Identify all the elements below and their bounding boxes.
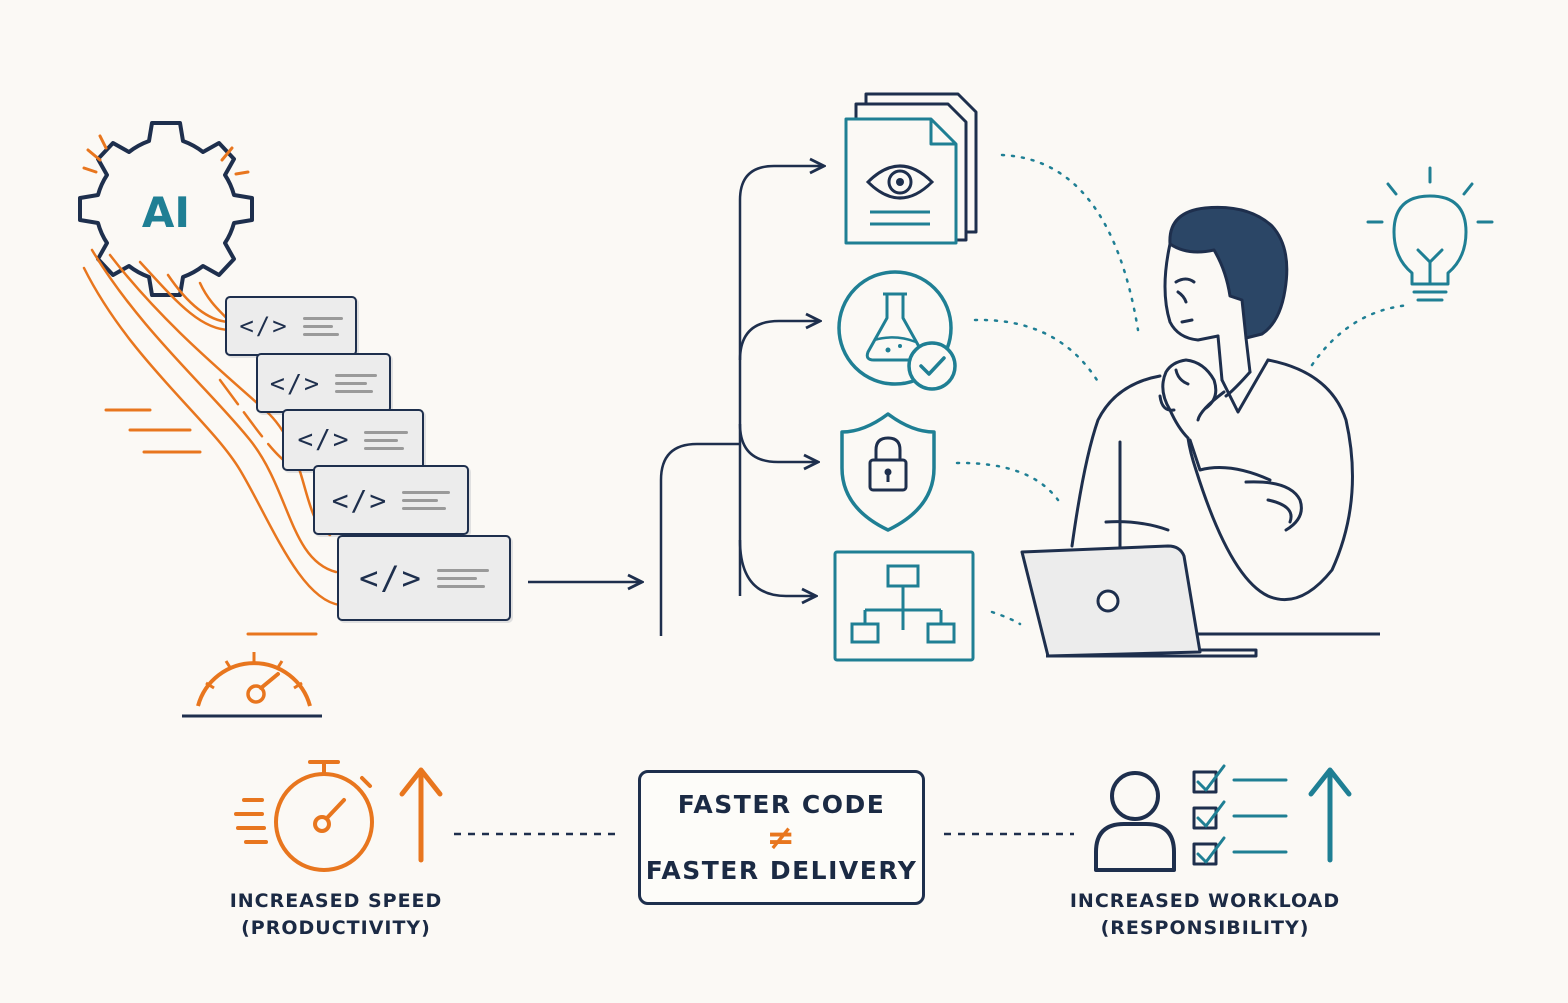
increased-speed-line2: (PRODUCTIVITY) [241,917,431,939]
thinking-person-icon [1070,205,1354,602]
document-review-icon [844,92,978,245]
increased-workload-line2: (RESPONSIBILITY) [1100,917,1310,939]
code-block: </> [282,409,424,471]
pipeline-branches [659,166,824,636]
lightbulb-icon [1366,166,1494,302]
code-block: </> [337,535,511,621]
code-lines [402,490,451,510]
faster-code-not-faster-delivery-box: FASTER CODE ≠ FASTER DELIVERY [638,770,925,905]
gear-icon [78,121,254,297]
faster-delivery-label: FASTER DELIVERY [645,855,918,885]
code-tag-icon: </> [359,559,423,597]
code-lines [302,316,343,336]
dotted-connectors [955,153,1412,626]
not-equal-symbol: ≠ [766,817,797,858]
increased-speed-line1: INCREASED SPEED [229,890,443,912]
increased-speed-label: INCREASED SPEED (PRODUCTIVITY) [206,888,466,942]
code-tag-icon: </> [269,368,322,398]
ai-spark-lines [82,134,250,176]
code-tag-icon: </> [239,312,289,340]
speed-trail-lines [82,248,342,607]
faster-code-label: FASTER CODE [677,789,886,819]
code-lines [364,430,409,450]
code-tag-icon: </> [297,425,351,455]
code-lines [436,568,489,588]
security-lock-shield-icon [840,412,936,532]
up-arrow-icon-right [1308,767,1352,863]
up-arrow-icon [399,767,443,863]
code-block: </> [256,353,391,413]
code-block: </> [313,465,469,535]
code-block: </> [225,296,357,356]
stopwatch-icon [234,760,374,872]
laptop-icon [1020,544,1258,658]
ai-label: AI [142,188,190,237]
motion-dashes [104,408,318,636]
increased-workload-line1: INCREASED WORKLOAD [1069,890,1341,912]
checklist-icon [1192,764,1288,866]
architecture-diagram-icon [833,550,975,662]
increased-workload-label: INCREASED WORKLOAD (RESPONSIBILITY) [1060,888,1350,942]
test-flask-check-icon [837,270,957,391]
user-icon [1094,771,1176,872]
code-lines [335,373,378,393]
code-tag-icon: </> [331,483,389,517]
speedometer-icon [182,652,322,718]
